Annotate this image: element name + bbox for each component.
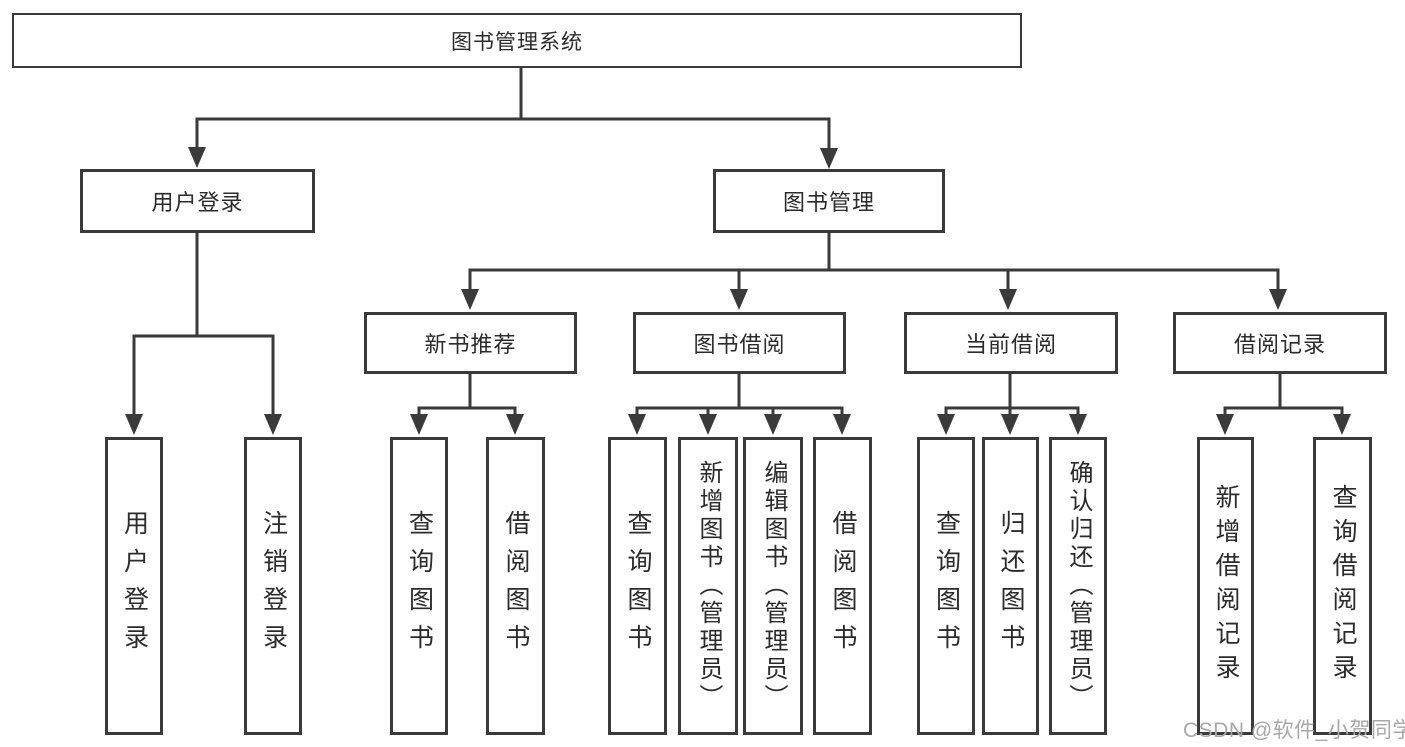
node-label: 借阅图书 [502,510,530,662]
node-current-borrowing: 当前借阅 [904,312,1118,374]
leaf-query-books-current: 查询图书 [917,437,975,735]
node-label: 当前借阅 [964,332,1057,357]
node-book-management: 图书管理 [713,169,945,233]
leaf-logout-login: 注销登录 [244,437,302,735]
node-label: 用户登录 [151,190,244,215]
node-label: 注销登录 [259,510,288,662]
node-label: 新增图书（管理员） [695,460,722,712]
node-label: 图书借阅 [693,332,786,357]
node-label: 图书管理系统 [451,30,583,54]
node-borrowing-records: 借阅记录 [1173,312,1387,374]
csdn-watermark: CSDN @软件_小贺同学 [1183,719,1405,742]
node-label: 借阅图书 [829,510,857,662]
node-label: 查询图书 [405,510,434,662]
leaf-query-books-borrowing: 查询图书 [608,437,667,735]
leaf-return-books: 归还图书 [982,437,1039,735]
node-label: 新书推荐 [424,332,517,357]
leaf-add-books-admin: 新增图书（管理员） [678,437,738,735]
leaf-borrow-books-borrowing: 借阅图书 [813,437,872,735]
node-label: 查询图书 [932,510,961,662]
node-label: 编辑图书（管理员） [760,460,787,712]
leaf-edit-books-admin: 编辑图书（管理员） [743,437,803,735]
node-label: 查询借阅记录 [1329,484,1357,688]
leaf-query-books-new-rec: 查询图书 [390,437,448,735]
leaf-user-login: 用户登录 [105,437,163,735]
node-label: 用户登录 [120,510,149,662]
leaf-confirm-return-admin: 确认归还（管理员） [1049,437,1107,735]
node-label: 查询图书 [624,510,652,662]
node-label: 图书管理 [782,190,875,215]
leaf-add-borrow-record: 新增借阅记录 [1197,437,1254,735]
node-label: 归还图书 [997,510,1025,662]
node-new-book-recommendation: 新书推荐 [364,312,577,374]
node-library-management-system: 图书管理系统 [12,13,1022,68]
leaf-query-borrow-record: 查询借阅记录 [1313,437,1372,735]
leaf-borrow-books-new-rec: 借阅图书 [486,437,545,735]
node-label: 确认归还（管理员） [1065,460,1092,712]
node-book-borrowing: 图书借阅 [633,312,846,374]
node-label: 新增借阅记录 [1212,484,1240,688]
node-label: 借阅记录 [1233,332,1326,357]
node-user-login: 用户登录 [80,169,315,233]
